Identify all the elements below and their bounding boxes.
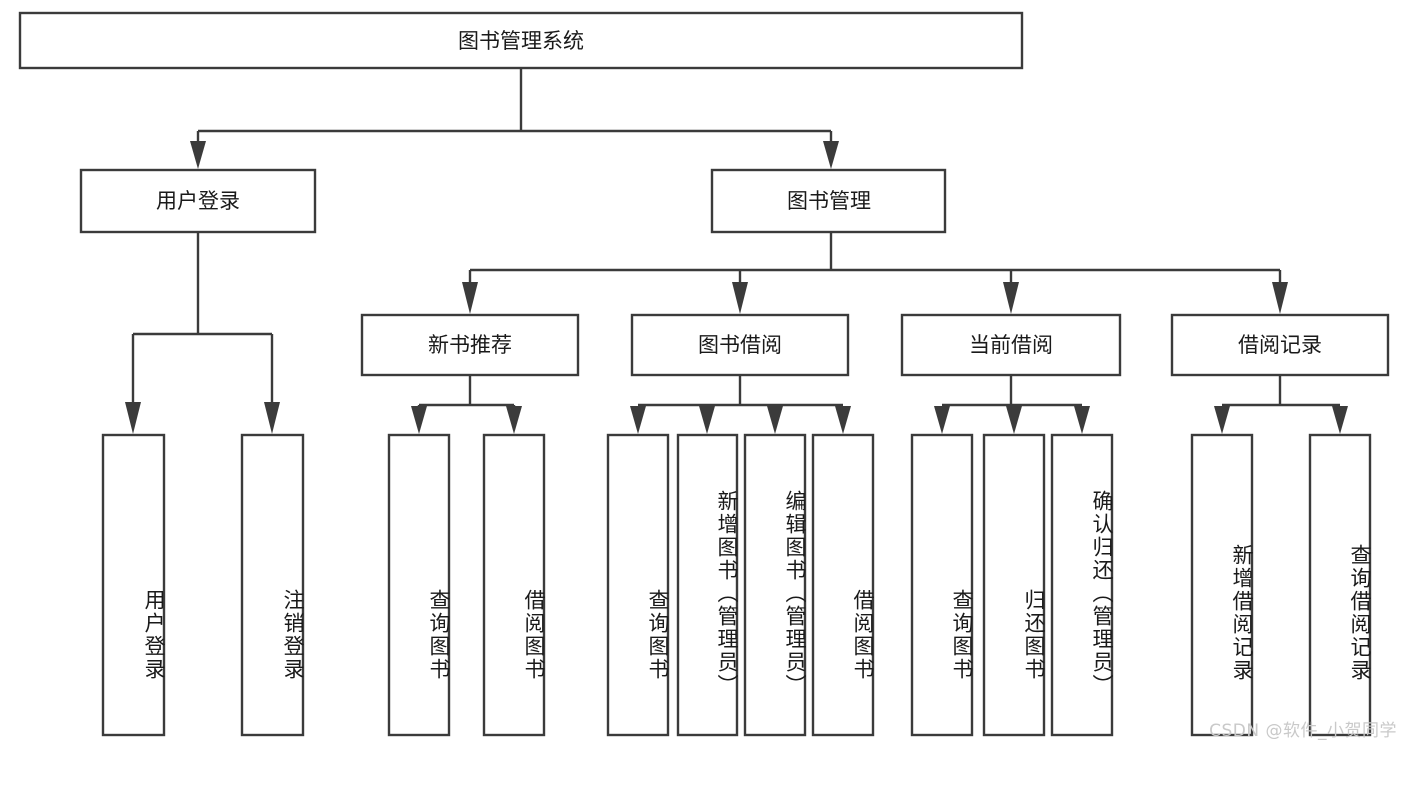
node-book-borrow-label: 图书借阅	[698, 333, 782, 357]
node-user-login-label: 用户登录	[156, 189, 240, 213]
arrow-head-book-manage	[823, 141, 839, 169]
arrow-head-leaf-user-login	[125, 402, 141, 434]
arrow-head-leaf-query-record	[1332, 406, 1348, 434]
arrow-head-user-login	[190, 141, 206, 169]
tree-diagram-svg: 图书管理系统 用户登录 图书管理 新书推荐 图书借阅 当前借阅 借阅记录	[18, 11, 1390, 737]
csdn-watermark: CSDN @软件_小贺同学	[1209, 721, 1397, 741]
node-book-manage-box[interactable]	[710, 168, 947, 234]
node-borrow-record-label: 借阅记录	[1238, 333, 1322, 357]
node-current-borrow-label: 当前借阅	[969, 333, 1053, 357]
node-leaf-confirm-return-box[interactable]	[1050, 433, 1114, 737]
arrow-head-leaf-confirm-return	[1074, 406, 1090, 434]
node-new-book-recommend[interactable]: 新书推荐	[360, 313, 580, 377]
arrow-head-leaf-return-book	[1006, 406, 1022, 434]
node-borrow-record-box[interactable]	[1170, 313, 1390, 377]
leaf-box-layer	[101, 433, 1372, 737]
arrow-head-leaf-query-book-borrow	[630, 406, 646, 434]
arrow-head-leaf-edit-book	[767, 406, 783, 434]
node-new-book-recommend-label: 新书推荐	[428, 333, 512, 357]
node-book-borrow-box[interactable]	[630, 313, 850, 377]
node-leaf-user-login-box[interactable]	[101, 433, 166, 737]
node-leaf-query-record-box[interactable]	[1308, 433, 1372, 737]
arrow-head-new-book-recommend	[462, 282, 478, 314]
node-book-borrow[interactable]: 图书借阅	[630, 313, 850, 377]
node-leaf-add-record-box[interactable]	[1190, 433, 1254, 737]
node-leaf-query-book-current-box[interactable]	[910, 433, 974, 737]
node-leaf-query-book-rec-box[interactable]	[387, 433, 451, 737]
node-root-label: 图书管理系统	[458, 29, 584, 53]
arrow-head-leaf-query-book-current	[934, 406, 950, 434]
node-new-book-recommend-box[interactable]	[360, 313, 580, 377]
arrow-head-leaf-borrow-book	[835, 406, 851, 434]
arrow-head-leaf-borrow-book-rec	[506, 406, 522, 434]
arrow-head-book-borrow	[732, 282, 748, 314]
node-leaf-return-book-box[interactable]	[982, 433, 1046, 737]
node-current-borrow[interactable]: 当前借阅	[900, 313, 1122, 377]
node-leaf-edit-book-box[interactable]	[743, 433, 807, 737]
node-current-borrow-box[interactable]	[900, 313, 1122, 377]
arrow-head-leaf-add-record	[1214, 406, 1230, 434]
arrow-head-leaf-query-book-rec	[411, 406, 427, 434]
arrow-head-borrow-record	[1272, 282, 1288, 314]
node-user-login-box[interactable]	[79, 168, 317, 234]
arrow-head-leaf-logout	[264, 402, 280, 434]
diagram-canvas-root: 图书管理系统 用户登录 图书管理 新书推荐 图书借阅 当前借阅 借阅记录	[18, 11, 1397, 741]
node-book-manage[interactable]: 图书管理	[710, 168, 947, 234]
node-leaf-logout-box[interactable]	[240, 433, 305, 737]
arrow-head-leaf-add-book	[699, 406, 715, 434]
node-root[interactable]: 图书管理系统	[18, 11, 1024, 70]
node-leaf-borrow-book-rec-box[interactable]	[482, 433, 546, 737]
node-leaf-add-book-box[interactable]	[676, 433, 739, 737]
node-borrow-record[interactable]: 借阅记录	[1170, 313, 1390, 377]
node-user-login[interactable]: 用户登录	[79, 168, 317, 234]
connector-layer	[125, 68, 1348, 434]
node-leaf-query-book-borrow-box[interactable]	[606, 433, 670, 737]
node-root-box[interactable]	[18, 11, 1024, 70]
arrow-head-current-borrow	[1003, 282, 1019, 314]
node-book-manage-label: 图书管理	[787, 189, 871, 213]
node-leaf-borrow-book-box[interactable]	[811, 433, 875, 737]
